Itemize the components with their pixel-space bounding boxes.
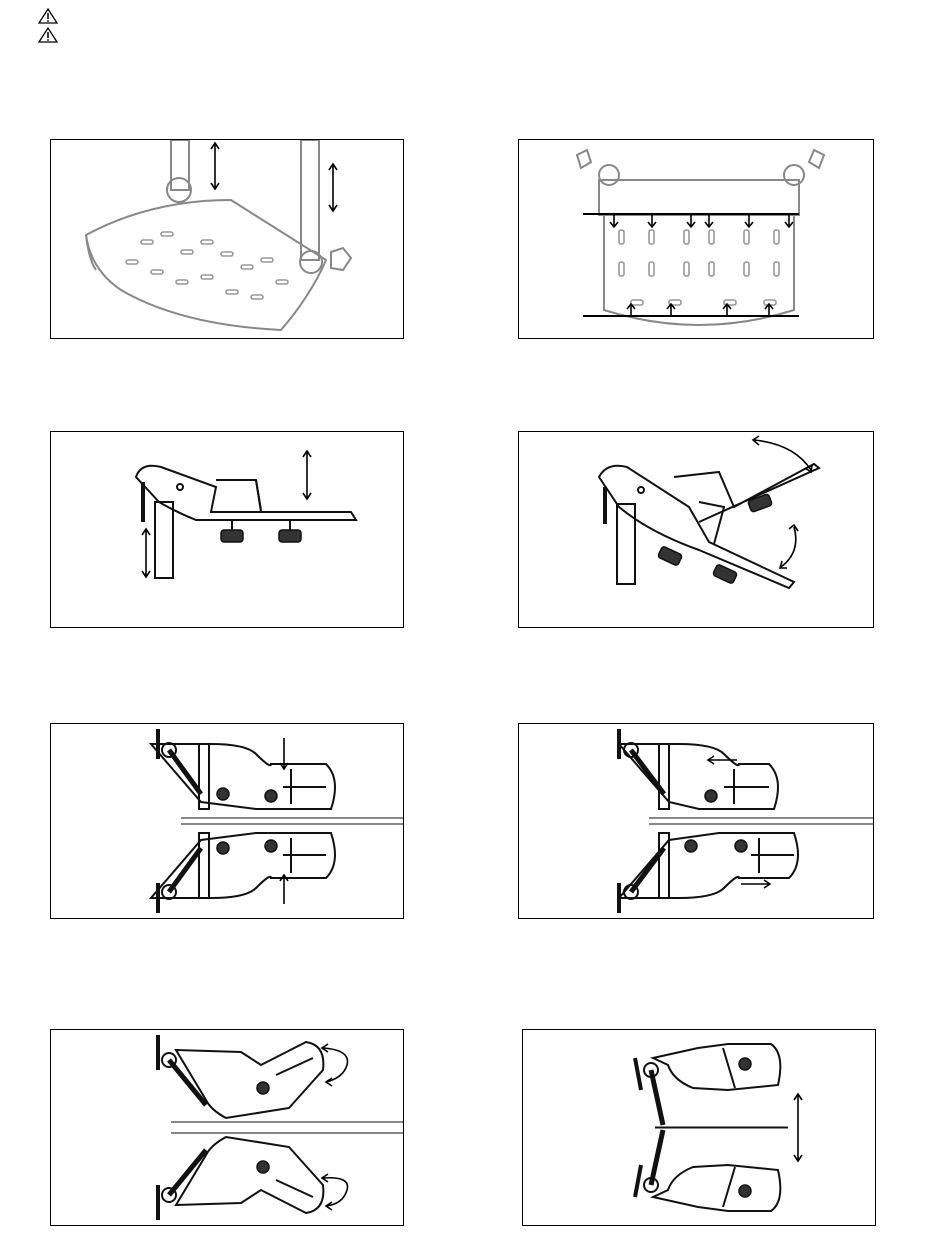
figure-footplate-depth-adjust-horizontal: [518, 723, 874, 919]
figure-footplate-angle-adjust: [518, 431, 874, 628]
warning-triangle-icon: [38, 27, 58, 43]
warning-triangle-icon: [38, 8, 58, 24]
figure-footplate-flip-up: [522, 1029, 876, 1226]
figure-footplate-height-adjust: [50, 139, 404, 339]
figure-footplate-depth-adjust-vertical: [50, 723, 404, 919]
figure-footplate-rotation-adjust: [50, 1029, 404, 1226]
figure-footplate-width-adjust: [518, 139, 874, 339]
figure-footplate-side-height-adjust: [50, 431, 404, 628]
